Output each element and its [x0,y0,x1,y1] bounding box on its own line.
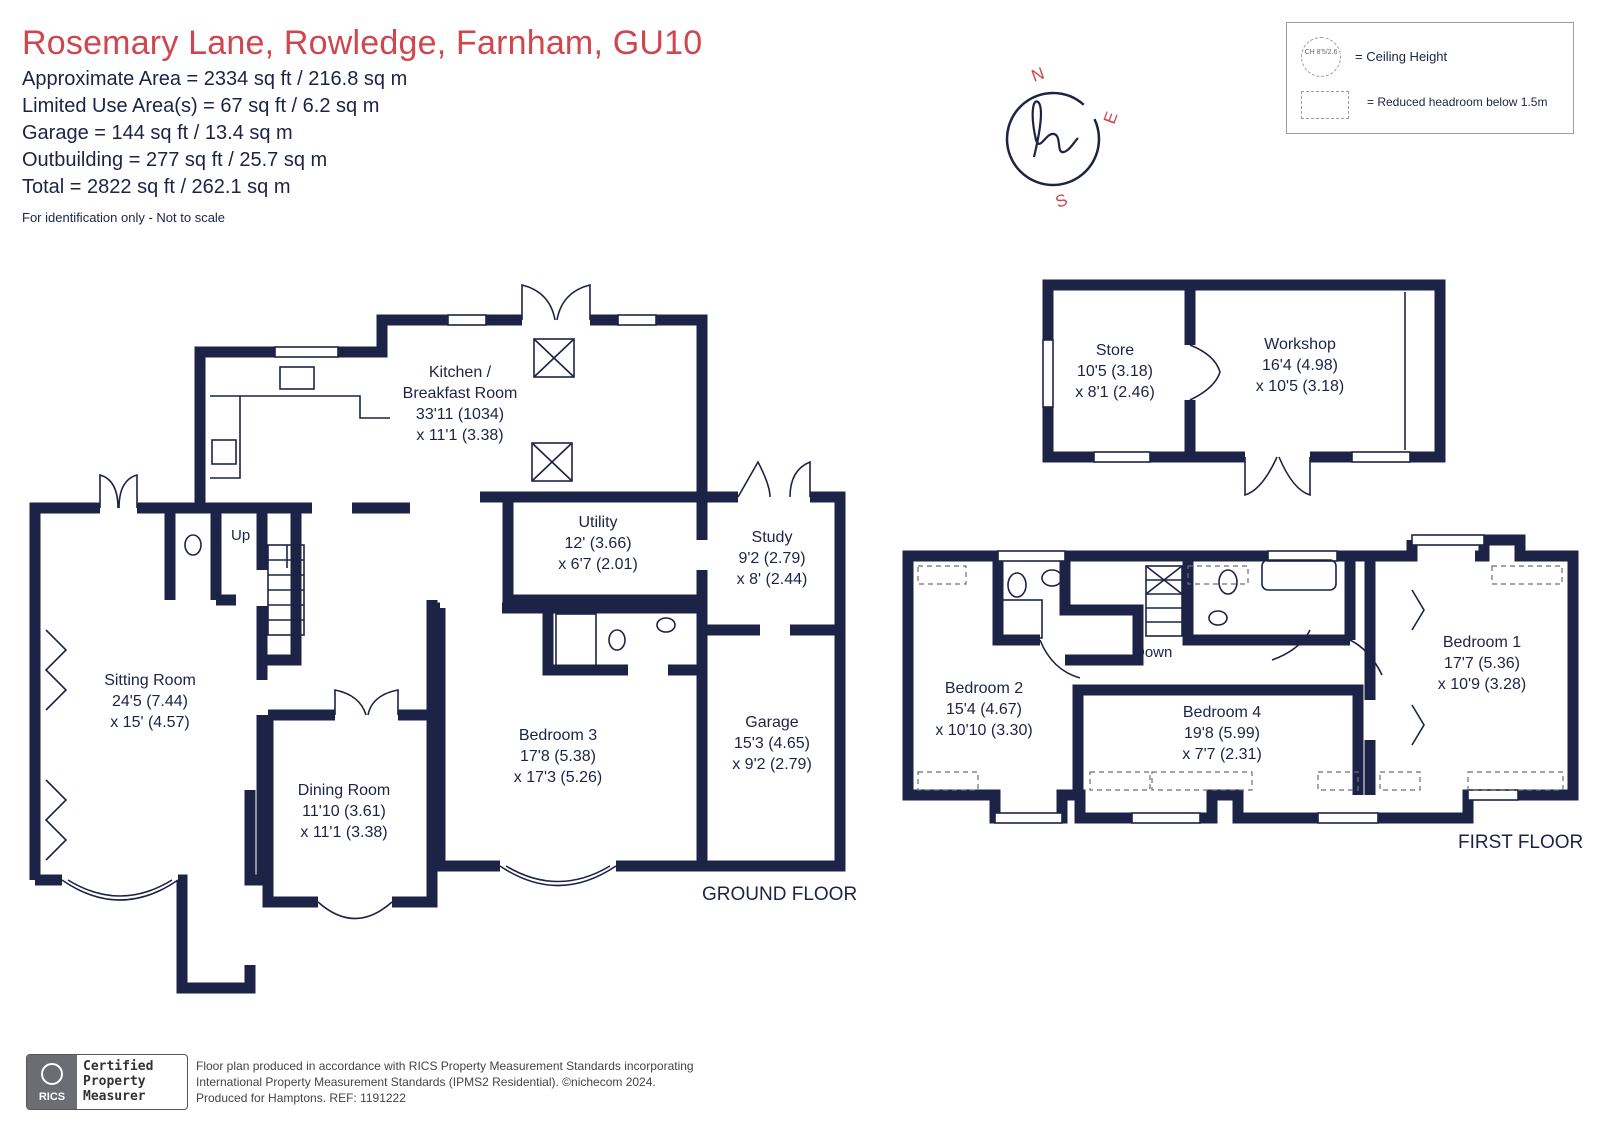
footer-line: International Property Measurement Stand… [196,1075,656,1089]
room-dimension: 24'5 (7.44) [112,693,188,710]
approximate-area: Approximate Area = 2334 sq ft / 216.8 sq… [22,68,408,90]
room-name: Bedroom 3 [518,727,598,744]
ceiling-height-symbol: CH 8'5/2.6 [1301,37,1341,77]
room-dimension: 19'8 (5.99) [1183,725,1260,742]
first-floor-fixtures [917,534,1564,824]
room-name: Utility [578,514,618,531]
room-store-label: Store 10'5 (3.18) x 8'1 (2.46) [1075,340,1155,403]
outbuilding-walls [1042,279,1446,463]
room-dining-label: Dining Room 11'10 (3.61) x 11'1 (3.38) [298,780,390,843]
room-study-label: Study 9'2 (2.79) x 8' (2.44) [737,527,808,590]
room-dimension: x 10'9 (3.28) [1437,676,1527,693]
outbuilding-area: Outbuilding = 277 sq ft / 25.7 sq m [22,149,328,171]
ground-floor-walls [29,314,846,994]
room-name: Dining Room [297,782,391,799]
legend: CH 8'5/2.6 = Ceiling Height = Reduced he… [1286,22,1574,134]
room-dimension: x 11'1 (3.38) [416,427,504,444]
room-name: Kitchen / [428,364,492,381]
room-workshop-label: Workshop 16'4 (4.98) x 10'5 (3.18) [1256,334,1344,397]
footer-line: Produced for Hamptons. REF: 1191222 [196,1091,406,1105]
room-kitchen-label: Kitchen / Breakfast Room 33'11 (1034) x … [403,362,518,446]
compass-logo: N E S W [978,64,1122,212]
room-dimension: x 10'10 (3.30) [935,722,1033,739]
badge-line: Certified [83,1059,154,1074]
room-dimension: x 11'1 (3.38) [300,824,388,841]
room-dimension: x 9'2 (2.79) [732,756,812,773]
room-dimension: x 10'5 (3.18) [1255,378,1345,395]
rics-logo-icon: RICS [27,1055,77,1109]
footer-text: Floor plan produced in accordance with R… [196,1058,694,1106]
stairs-down-label: Down [1134,644,1173,661]
room-bedroom4-label: Bedroom 4 19'8 (5.99) x 7'7 (2.31) [1182,702,1262,765]
room-name-cont: Breakfast Room [402,385,518,402]
room-bedroom2-label: Bedroom 2 15'4 (4.67) x 10'10 (3.30) [935,678,1032,741]
room-dimension: 33'11 (1034) [415,406,505,423]
area-summary: Approximate Area = 2334 sq ft / 216.8 sq… [22,66,407,201]
room-utility-label: Utility 12' (3.66) x 6'7 (2.01) [558,512,638,575]
room-dimension: x 17'3 (5.26) [513,769,603,786]
room-dimension: 16'4 (4.98) [1262,357,1338,374]
room-dimension: x 15' (4.57) [110,714,190,731]
badge-line: Measurer [83,1089,146,1104]
ground-floor-label: GROUND FLOOR [702,884,858,905]
room-dimension: 12' (3.66) [564,535,632,552]
room-dimension: x 6'7 (2.01) [558,556,638,573]
room-name: Garage [745,714,799,731]
room-dimension: 10'5 (3.18) [1076,363,1153,380]
room-dimension: 15'3 (4.65) [733,735,810,752]
ceiling-height-label: = Ceiling Height [1355,49,1448,64]
room-name: Bedroom 4 [1182,704,1262,721]
room-name: Sitting Room [104,672,196,689]
reduced-headroom-symbol [1301,91,1349,119]
stairs-up-label: Up [231,527,251,544]
garage-area: Garage = 144 sq ft / 13.4 sq m [22,122,293,144]
room-name: Store [1095,342,1135,359]
room-sitting-label: Sitting Room 24'5 (7.44) x 15' (4.57) [104,670,196,733]
room-dimension: 11'10 (3.61) [302,803,386,820]
room-dimension: 17'8 (5.38) [520,748,596,765]
h-logo-icon [1031,100,1079,158]
reduced-headroom-label: = Reduced headroom below 1.5m [1367,95,1548,109]
room-dimension: 17'7 (5.36) [1444,655,1520,672]
total-area: Total = 2822 sq ft / 262.1 sq m [22,176,291,198]
room-name: Workshop [1264,336,1336,353]
footer-line: Floor plan produced in accordance with R… [196,1059,694,1073]
rics-certified-badge: RICS Certified Property Measurer [26,1054,188,1110]
room-dimension: 9'2 (2.79) [738,550,806,567]
limited-use-area: Limited Use Area(s) = 67 sq ft / 6.2 sq … [22,95,380,117]
disclaimer-note: For identification only - Not to scale [22,210,226,225]
page-title: Rosemary Lane, Rowledge, Farnham, GU10 [22,24,703,62]
room-dimension: 15'4 (4.67) [946,701,1022,718]
room-dimension: x 8'1 (2.46) [1075,384,1155,401]
badge-line: Property [83,1074,146,1089]
room-name: Study [751,529,793,546]
room-bedroom3-label: Bedroom 3 17'8 (5.38) x 17'3 (5.26) [514,725,602,788]
room-dimension: x 8' (2.44) [736,571,808,588]
room-name: Bedroom 2 [944,680,1024,697]
room-bedroom1-label: Bedroom 1 17'7 (5.36) x 10'9 (3.28) [1438,632,1526,695]
room-name: Bedroom 1 [1442,634,1522,651]
compass-n: N [1029,64,1047,86]
room-garage-label: Garage 15'3 (4.65) x 9'2 (2.79) [732,712,812,775]
room-dimension: x 7'7 (2.31) [1182,746,1262,763]
first-floor-label: FIRST FLOOR [1458,832,1584,853]
ground-floor-fixtures [44,283,811,920]
